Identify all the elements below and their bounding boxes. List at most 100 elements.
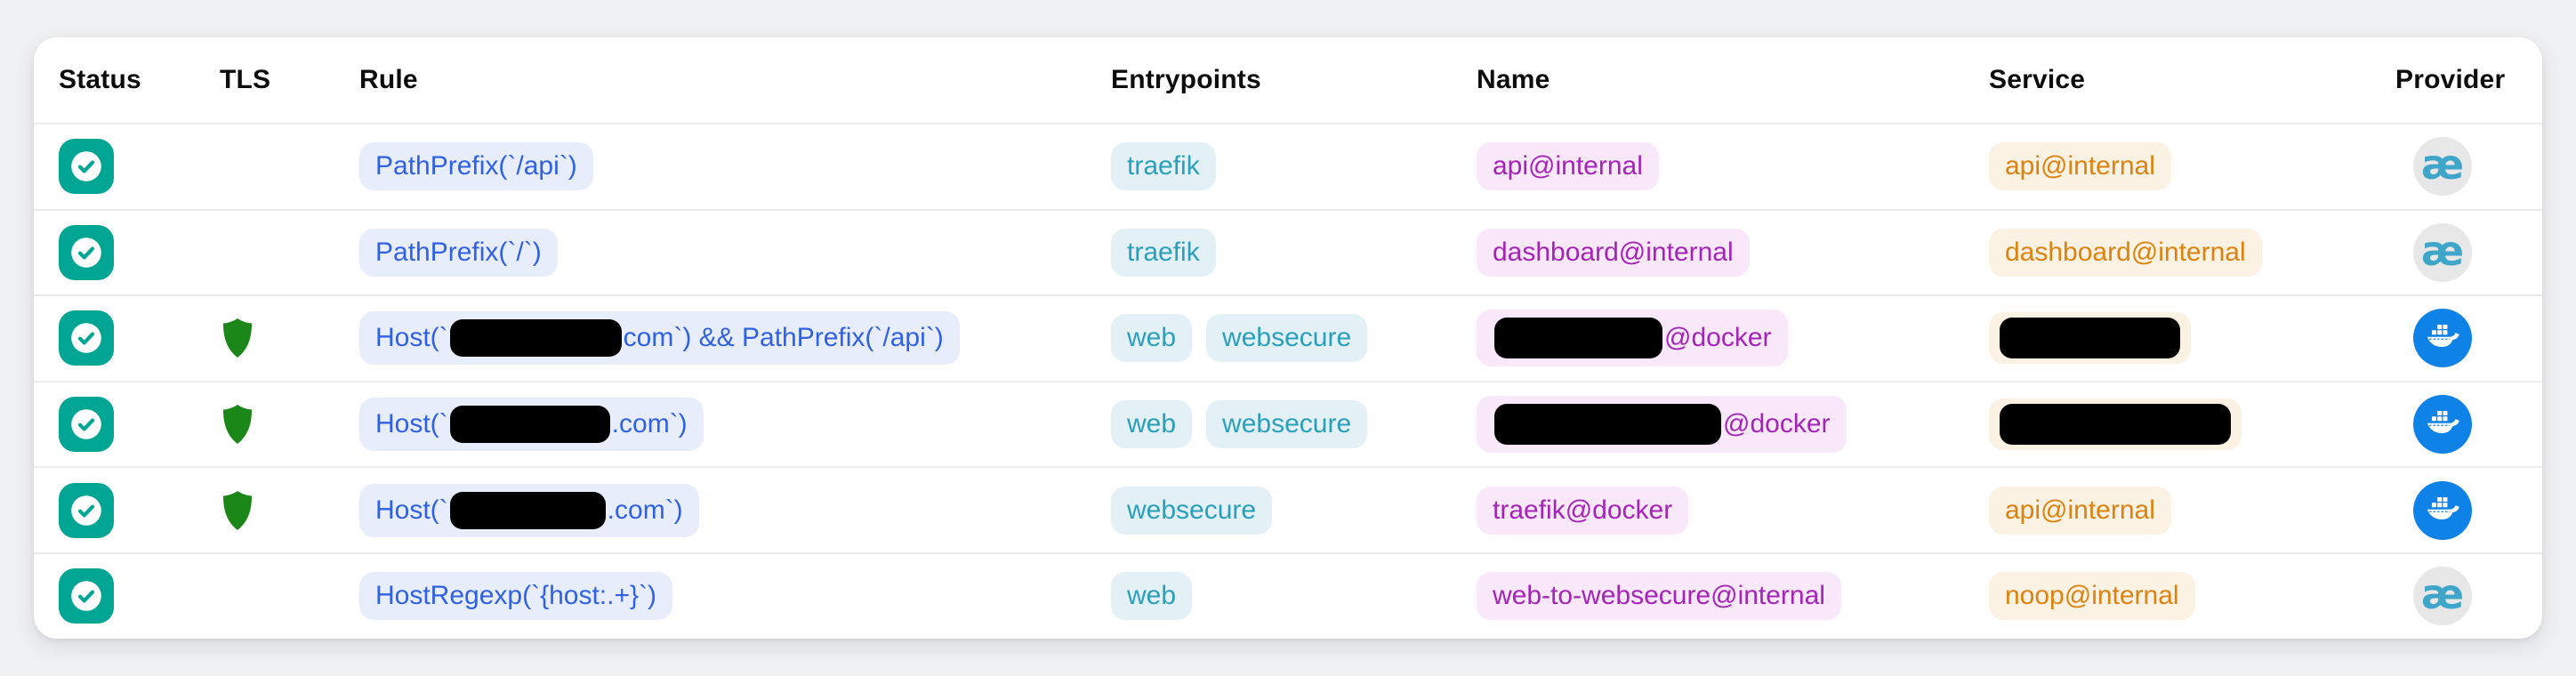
column-header-name: Name bbox=[1477, 65, 1550, 94]
entrypoint-chip: web bbox=[1111, 400, 1193, 449]
rule-chip: HostRegexp(`{host:.+}`) bbox=[359, 572, 672, 621]
service-chip bbox=[1989, 398, 2242, 451]
rule-cell: PathPrefix(`/`) bbox=[334, 228, 1086, 277]
service-chip: noop@internal bbox=[1989, 572, 2195, 621]
service-chip-text: api@internal bbox=[2005, 495, 2155, 525]
router-name-chip-text: @docker bbox=[1664, 323, 1772, 353]
entrypoints-cell: traefik bbox=[1086, 228, 1452, 277]
redaction-box bbox=[2000, 318, 2180, 359]
rule-chip: PathPrefix(`/api`) bbox=[359, 142, 593, 191]
status-ok-badge bbox=[59, 224, 114, 280]
provider-cell: æ bbox=[2371, 137, 2542, 197]
redaction-box bbox=[1494, 318, 1662, 359]
shield-icon bbox=[223, 318, 252, 358]
rule-chip-text: PathPrefix(`/api`) bbox=[375, 151, 577, 181]
status-cell bbox=[34, 568, 195, 624]
router-name-chip-text: @docker bbox=[1723, 409, 1831, 439]
entrypoint-chip-group: websecure bbox=[1111, 486, 1273, 535]
column-header-entrypoints: Entrypoints bbox=[1111, 65, 1261, 94]
entrypoints-cell: web bbox=[1086, 572, 1452, 621]
status-cell bbox=[34, 224, 195, 280]
traefik-ae-icon: æ bbox=[2420, 141, 2465, 189]
name-cell: @docker bbox=[1452, 310, 1964, 367]
entrypoints-cell: traefik bbox=[1086, 142, 1452, 191]
entrypoints-cell: websecure bbox=[1086, 486, 1452, 535]
table-row[interactable]: Host(` .com`) web websecure @docker bbox=[34, 380, 2542, 467]
entrypoint-chip-group: web websecure bbox=[1111, 400, 1368, 449]
router-name-chip: traefik@docker bbox=[1477, 486, 1689, 535]
table-row[interactable]: HostRegexp(`{host:.+}`) web web-to-websecu… bbox=[34, 551, 2542, 639]
name-cell: @docker bbox=[1452, 396, 1964, 454]
docker-whale-icon bbox=[2427, 496, 2459, 519]
rule-chip-text: Host(` bbox=[375, 409, 448, 439]
service-chip-text: noop@internal bbox=[2005, 581, 2179, 611]
traefik-provider-icon: æ bbox=[2413, 137, 2472, 197]
router-name-chip-text: web-to-websecure@internal bbox=[1493, 581, 1825, 611]
tls-cell bbox=[195, 317, 334, 359]
router-name-chip-text: dashboard@internal bbox=[1493, 237, 1734, 267]
tls-cell bbox=[195, 489, 334, 532]
tls-cell bbox=[195, 403, 334, 446]
status-ok-badge bbox=[59, 310, 114, 366]
table-header-row: Status TLS Rule Entrypoints Name Service… bbox=[34, 37, 2542, 123]
check-icon bbox=[71, 495, 101, 526]
status-ok-badge bbox=[59, 139, 114, 195]
column-header-status: Status bbox=[59, 65, 141, 94]
traefik-provider-icon: æ bbox=[2413, 567, 2472, 626]
table-row[interactable]: PathPrefix(`/api`) traefik api@internal api… bbox=[34, 123, 2542, 209]
rule-chip-text: com`) && PathPrefix(`/api`) bbox=[623, 323, 944, 353]
status-cell bbox=[34, 397, 195, 453]
docker-whale-icon bbox=[2427, 325, 2459, 348]
service-chip bbox=[1989, 312, 2191, 365]
entrypoint-chip-group: traefik bbox=[1111, 228, 1216, 277]
shield-icon bbox=[223, 490, 252, 530]
router-name-chip: @docker bbox=[1477, 396, 1847, 454]
check-icon bbox=[71, 409, 101, 439]
table-row[interactable]: Host(`.com`) websecure traefik@docker api@i… bbox=[34, 466, 2542, 552]
entrypoint-chip-group: traefik bbox=[1111, 142, 1216, 191]
service-cell: api@internal bbox=[1964, 142, 2371, 191]
status-ok-badge bbox=[59, 482, 114, 538]
table-row[interactable]: PathPrefix(`/`) traefik dashboard@internal… bbox=[34, 208, 2542, 295]
traefik-ae-icon: æ bbox=[2420, 570, 2465, 619]
rule-chip-text: PathPrefix(`/`) bbox=[375, 237, 542, 267]
rule-chip-text: Host(` bbox=[375, 323, 448, 353]
rule-chip: Host(`.com`) bbox=[359, 483, 699, 537]
provider-cell: æ bbox=[2371, 222, 2542, 282]
router-name-chip: api@internal bbox=[1477, 142, 1659, 191]
rule-cell: Host(` com`) && PathPrefix(`/api`) bbox=[334, 311, 1086, 366]
docker-whale-icon bbox=[2427, 411, 2459, 434]
shield-icon bbox=[223, 405, 252, 445]
router-name-chip-text: traefik@docker bbox=[1493, 495, 1673, 525]
docker-provider-icon bbox=[2413, 309, 2472, 368]
check-icon bbox=[71, 151, 101, 182]
rule-cell: Host(`.com`) bbox=[334, 483, 1086, 537]
rule-cell: PathPrefix(`/api`) bbox=[334, 142, 1086, 191]
entrypoint-chip: web bbox=[1111, 572, 1193, 621]
redaction-box bbox=[449, 406, 610, 444]
entrypoint-chip: websecure bbox=[1111, 486, 1273, 535]
provider-cell: æ bbox=[2371, 567, 2542, 626]
rule-chip-text: .com`) bbox=[611, 409, 688, 439]
entrypoint-chip: traefik bbox=[1111, 142, 1216, 191]
entrypoint-chip: websecure bbox=[1206, 400, 1368, 449]
redaction-box bbox=[449, 491, 606, 529]
service-chip-text: api@internal bbox=[2005, 151, 2155, 181]
rule-chip-text: .com`) bbox=[607, 495, 683, 525]
status-ok-badge bbox=[59, 397, 114, 453]
status-ok-badge bbox=[59, 568, 114, 624]
traefik-ae-icon: æ bbox=[2420, 226, 2465, 275]
router-name-chip-text: api@internal bbox=[1493, 151, 1643, 181]
docker-provider-icon bbox=[2413, 480, 2472, 540]
entrypoints-cell: web websecure bbox=[1086, 400, 1452, 449]
rule-chip: PathPrefix(`/`) bbox=[359, 228, 558, 277]
service-cell: dashboard@internal bbox=[1964, 228, 2371, 277]
provider-cell bbox=[2371, 480, 2542, 540]
rule-chip: Host(` com`) && PathPrefix(`/api`) bbox=[359, 311, 960, 366]
rule-cell: Host(` .com`) bbox=[334, 398, 1086, 452]
service-chip: api@internal bbox=[1989, 486, 2171, 535]
entrypoint-chip-group: web bbox=[1111, 572, 1193, 621]
rule-chip: Host(` .com`) bbox=[359, 398, 704, 452]
